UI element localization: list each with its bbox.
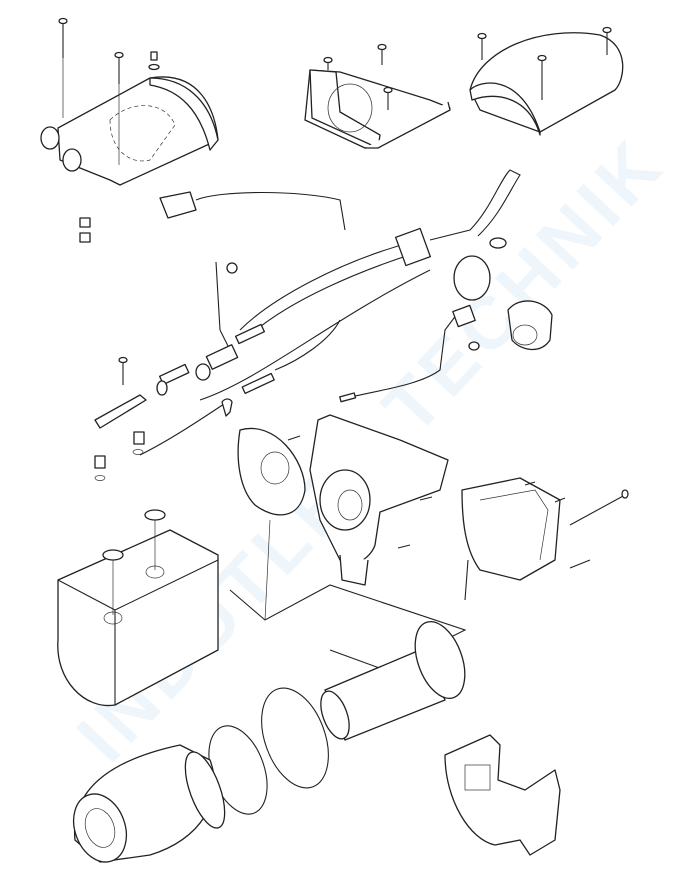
glow-pin [221, 319, 341, 417]
pump-screws [58, 17, 160, 243]
coolant-pump [40, 76, 219, 186]
fuel-line [339, 309, 461, 403]
fixing-bracket [94, 356, 147, 481]
wiring-harness [139, 169, 521, 456]
sealing-ring-large [261, 687, 329, 789]
control-unit [461, 477, 629, 601]
temperature-sensor [156, 261, 266, 396]
gasket-plate [229, 427, 467, 671]
combustion-tube [320, 621, 466, 741]
blower-motor-housing [287, 414, 449, 586]
fuel-pump [452, 237, 553, 351]
heat-exchanger-housing [57, 509, 219, 707]
half-shell-cover [469, 26, 624, 136]
mounting-bracket [444, 734, 561, 856]
blower-housing-cover [304, 43, 451, 149]
burner-insert [72, 744, 226, 863]
